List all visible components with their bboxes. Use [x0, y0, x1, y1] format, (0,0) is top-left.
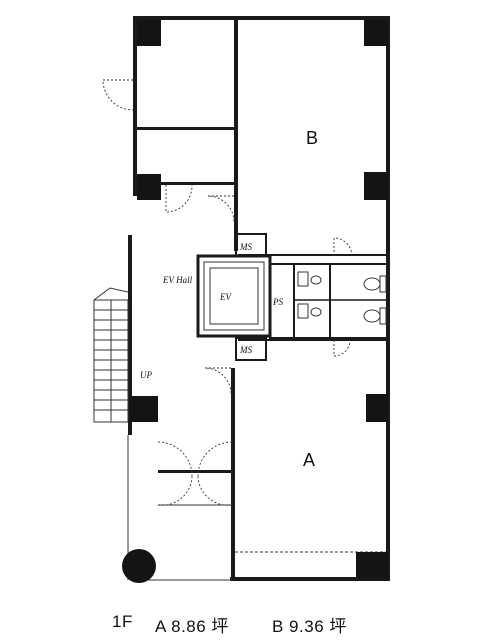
ev-label: EV — [219, 292, 232, 302]
ms-bottom-label: MS — [239, 345, 252, 355]
elevator-shaft — [196, 254, 272, 338]
unit-a-area: A 8.86 坪 — [155, 617, 229, 636]
up-label: UP — [140, 370, 152, 380]
ms-closets — [235, 233, 267, 361]
ms-top-label: MS — [239, 242, 252, 252]
staircase — [93, 287, 129, 423]
floor-label: 1F — [112, 612, 133, 631]
columns — [122, 20, 388, 583]
ev-hall-label: EV Hall — [162, 275, 193, 285]
floor-plan: B A EV Hall EV MS MS PS UP — [93, 16, 390, 583]
toilet-core — [269, 263, 389, 339]
room-a-label: A — [303, 450, 315, 470]
floor-area-caption: 1F A 8.86 坪 B 9.36 坪 — [0, 612, 480, 636]
exterior-walls — [127, 16, 390, 581]
unit-b-area: B 9.36 坪 — [272, 617, 347, 636]
ps-label: PS — [272, 297, 283, 307]
room-b-label: B — [306, 128, 318, 148]
doors — [102, 79, 353, 506]
